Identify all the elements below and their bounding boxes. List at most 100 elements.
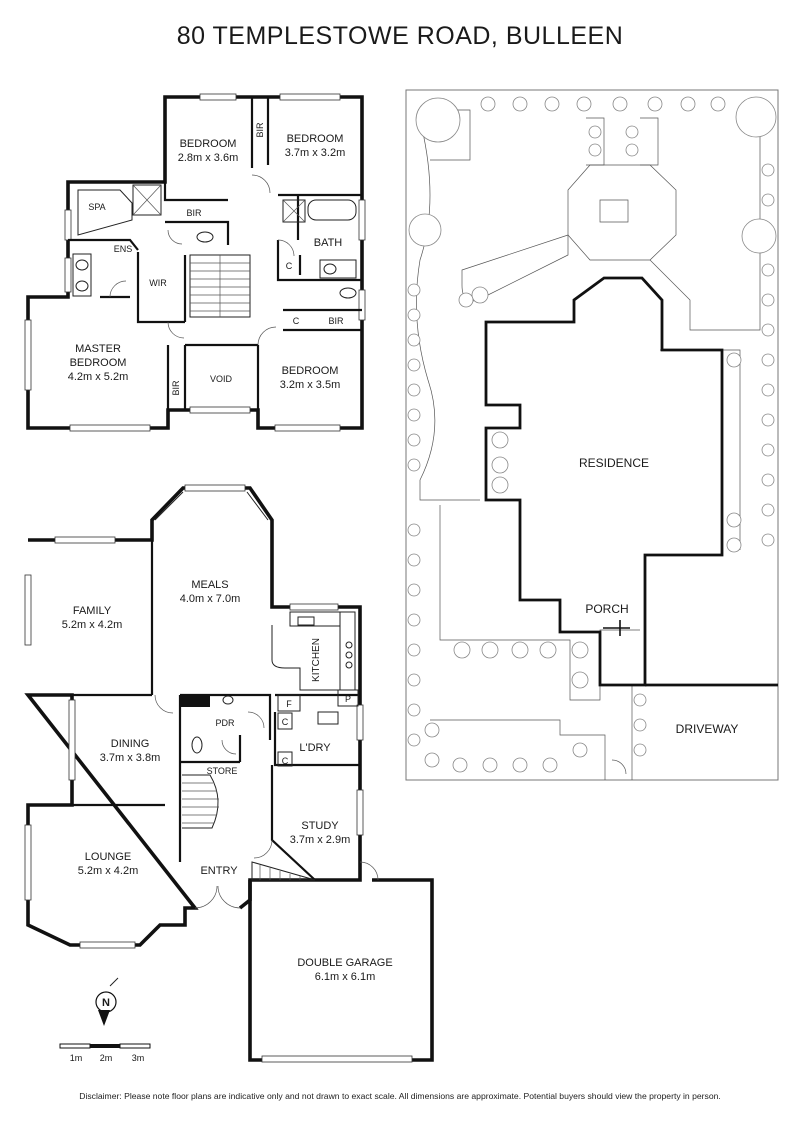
compass-pointer [98, 1010, 110, 1026]
garden-path [586, 117, 659, 166]
scale-segment [90, 1044, 120, 1048]
window [79, 941, 136, 949]
cupboard-label: C [282, 756, 289, 766]
sink [297, 616, 315, 626]
room-name-bath: BATH [314, 237, 343, 249]
wall [163, 182, 228, 202]
spa-bath [77, 189, 133, 236]
door-swing [257, 326, 277, 346]
room-name-study: STUDY [301, 820, 339, 832]
cupboard-label: C [293, 316, 300, 326]
fridge-label: F [286, 699, 292, 709]
garage-door [261, 1055, 413, 1063]
room-size-double-garage: 6.1m x 6.1m [315, 971, 376, 983]
scale-label: 3m [132, 1053, 145, 1063]
room-name-ens: ENS [114, 244, 133, 254]
shower [282, 199, 306, 223]
basin [75, 280, 89, 292]
shrub-row-right [726, 163, 775, 553]
room-name-bedroom: BEDROOM [287, 133, 344, 145]
tree-icon [415, 97, 461, 143]
room-name-double-garage: DOUBLE GARAGE [297, 957, 392, 969]
window [64, 257, 72, 293]
window [189, 406, 251, 414]
room-name-pdr: PDR [215, 718, 235, 728]
shower [132, 184, 162, 216]
kitchen-bench [271, 611, 356, 691]
window [358, 199, 366, 241]
toilet [191, 736, 203, 754]
room-size-meals: 4.0m x 7.0m [180, 593, 241, 605]
cupboard-label: C [286, 261, 293, 271]
bay-window [154, 491, 269, 521]
room-size-bedroom: 3.7m x 3.2m [285, 147, 346, 159]
site-plan: RESIDENCE PORCH DRIVEWAY [405, 89, 779, 781]
window [24, 824, 32, 901]
room-name-lounge: LOUNGE [85, 851, 131, 863]
room-name-entry: ENTRY [200, 865, 238, 877]
garage-outer-wall [248, 878, 434, 1062]
room-name-master-bedroom: MASTER [75, 343, 121, 355]
cooktop [345, 661, 353, 669]
door-swing [277, 239, 295, 257]
vanity [319, 259, 357, 279]
pantry [337, 689, 359, 707]
shrub-row-bottom [424, 431, 647, 773]
bathtub [307, 199, 357, 221]
wall [276, 240, 362, 282]
tree-icon [741, 218, 777, 254]
door-swing [221, 739, 237, 755]
room-size-lounge: 5.2m x 4.2m [78, 865, 139, 877]
driveway-label: DRIVEWAY [676, 722, 739, 736]
door-swing [109, 280, 127, 298]
room-size-study: 3.7m x 2.9m [290, 834, 351, 846]
tree-icon [735, 96, 777, 138]
window [356, 789, 364, 836]
window [274, 424, 341, 432]
garden-path [430, 719, 606, 780]
page-title: 80 TEMPLESTOWE ROAD, BULLEEN [176, 22, 624, 50]
door-swing [154, 694, 174, 714]
wall [136, 252, 185, 324]
door-swing [253, 839, 273, 859]
window [24, 319, 32, 391]
room-name-dining: DINING [111, 738, 150, 750]
window [184, 484, 246, 492]
room-size-bedroom: 2.8m x 3.6m [178, 152, 239, 164]
cupboard [277, 712, 293, 730]
garden-path [649, 109, 761, 550]
kitchen-counter [339, 611, 356, 691]
basin [75, 259, 89, 271]
cooktop [345, 641, 353, 649]
residence-label: RESIDENCE [579, 456, 649, 470]
room-size-dining: 3.7m x 3.8m [100, 752, 161, 764]
staircase [182, 774, 219, 829]
door-swing [359, 861, 379, 881]
room-size-master-bedroom: 4.2m x 5.2m [68, 371, 129, 383]
upper-floor-plan: BEDROOM 2.8m x 3.6m BEDROOM 3.7m x 3.2m … [24, 93, 366, 432]
window [279, 93, 341, 101]
basin [323, 263, 337, 275]
scale-segment [119, 1043, 151, 1049]
disclaimer-text: Disclaimer: Please note floor plans are … [79, 1091, 721, 1101]
door-swing [167, 321, 185, 339]
room-name-laundry: L'DRY [299, 742, 331, 754]
compass-tick [109, 977, 119, 987]
room-name-kitchen: KITCHEN [311, 638, 322, 682]
room-name-spa: SPA [88, 202, 105, 212]
room-size-bedroom: 3.2m x 3.5m [280, 379, 341, 391]
stair-treads [190, 255, 250, 317]
window [64, 209, 72, 241]
toilet [339, 287, 357, 299]
door-swing [167, 229, 183, 245]
shower [282, 199, 306, 223]
room-name-bedroom: BEDROOM [282, 365, 339, 377]
stair-treads [259, 865, 301, 880]
scale-segment [59, 1043, 91, 1049]
porch-label: PORCH [585, 602, 628, 616]
room-name-bedroom: BEDROOM [180, 138, 237, 150]
ground-floor-plan: MEALS 4.0m x 7.0m FAMILY 5.2m x 4.2m KIT… [24, 484, 434, 1063]
porch-step [603, 620, 630, 636]
room-name-family: FAMILY [73, 605, 112, 617]
compass: N [95, 977, 119, 1026]
